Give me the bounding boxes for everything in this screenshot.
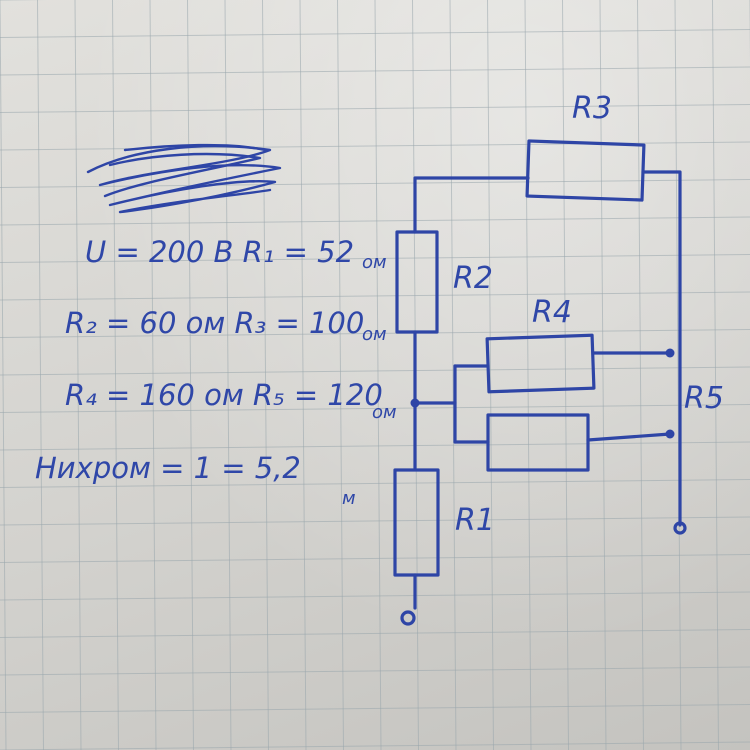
grid-line-vertical <box>74 0 82 750</box>
junction-dot-middle <box>410 398 420 408</box>
grid-line-vertical <box>524 0 532 750</box>
resistor-r4-lower <box>486 413 590 472</box>
given-line-1: U = 200 B R₁ = 52 <box>85 235 354 269</box>
grid-line-horizontal <box>0 479 750 488</box>
grid-line-horizontal <box>0 216 750 226</box>
grid-line-horizontal <box>0 291 750 301</box>
grid-line-horizontal <box>0 254 750 263</box>
grid-line-vertical <box>149 0 157 750</box>
grid-line-vertical <box>712 0 719 750</box>
grid-line-horizontal <box>0 404 750 413</box>
grid-line-horizontal <box>0 366 750 376</box>
grid-line-horizontal <box>0 591 750 601</box>
grid-line-horizontal <box>0 554 750 563</box>
label-r5: R5 <box>684 381 724 416</box>
junction-dot-lower-right <box>665 429 675 439</box>
label-r2: R2 <box>453 261 493 296</box>
grid-line-horizontal <box>0 179 750 188</box>
grid-line-vertical <box>374 0 382 750</box>
grid-line-vertical <box>112 0 119 750</box>
grid-line-vertical <box>599 0 607 750</box>
wire-r3-to-right-rail <box>641 170 682 527</box>
given-line-3-unit: ом <box>372 402 397 423</box>
grid-line-horizontal <box>0 104 750 113</box>
grid-line-vertical <box>187 0 194 750</box>
grid-line-horizontal <box>0 329 750 338</box>
given-line-1-unit: ом <box>362 252 387 273</box>
given-line-4-unit: м <box>342 488 356 509</box>
wire-r2-top-to-r3 <box>413 176 530 234</box>
given-line-4: Нихром = 1 = 5,2 <box>35 451 301 485</box>
grid-line-horizontal <box>0 741 750 750</box>
label-r4: R4 <box>532 295 572 330</box>
grid-line-vertical <box>224 0 232 750</box>
terminal-bottom <box>400 610 416 626</box>
label-r1: R1 <box>455 503 495 538</box>
grid-line-vertical <box>337 0 344 750</box>
grid-line-horizontal <box>0 629 750 638</box>
grid-line-horizontal <box>0 441 750 451</box>
grid-line-vertical <box>487 0 494 750</box>
resistor-r1 <box>393 468 440 577</box>
scribbled-out-text <box>86 143 282 214</box>
grid-line-vertical <box>562 0 569 750</box>
wires <box>413 170 682 610</box>
grid-line-horizontal <box>0 516 750 526</box>
grid-line-horizontal <box>0 704 750 713</box>
given-line-3: R₄ = 160 ом R₅ = 120 <box>65 378 383 412</box>
grid-line-vertical <box>637 0 644 750</box>
grid-line-vertical <box>299 0 307 750</box>
grid-line-horizontal <box>0 66 750 76</box>
terminal-right <box>673 521 687 535</box>
given-line-2: R₂ = 60 ом R₃ = 100 <box>65 306 364 340</box>
grid-line-vertical <box>262 0 269 750</box>
resistor-r2 <box>395 230 439 334</box>
grid-line-vertical <box>449 0 457 750</box>
wire-r4-bottom-to-right <box>586 432 672 442</box>
junction-dot-upper-right <box>665 348 675 358</box>
resistor-r3 <box>525 139 646 202</box>
grid-line-vertical <box>674 0 682 750</box>
label-r3: R3 <box>572 91 612 126</box>
resistor-r4-upper <box>485 333 596 394</box>
grid-line-horizontal <box>0 666 750 676</box>
given-line-2-unit: ом <box>362 324 387 345</box>
